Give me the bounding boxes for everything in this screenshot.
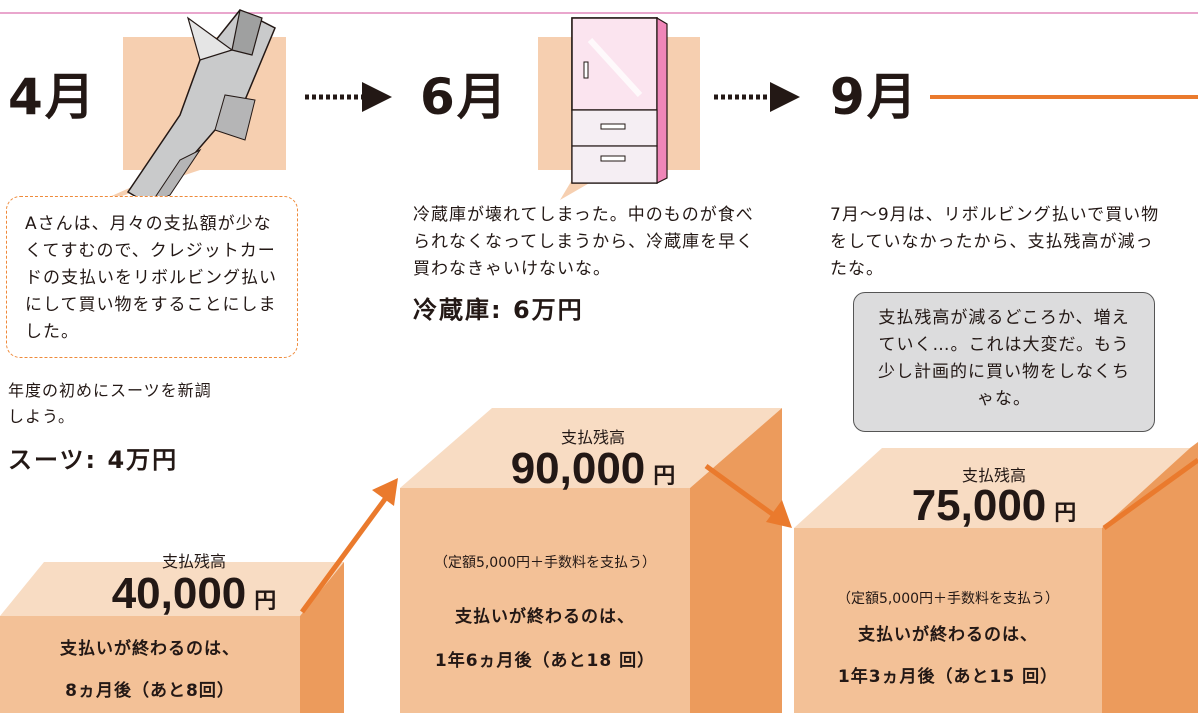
cube2-note: （定額5,000円＋手数料を支払う） <box>433 555 657 571</box>
orange-arrow-3-line <box>1102 457 1198 531</box>
month-april: 4月 <box>8 68 97 126</box>
cube2-unit: 円 <box>653 464 676 489</box>
cube3-line2: 1年3ヵ月後（あと15 回） <box>837 667 1059 687</box>
cube3-unit: 円 <box>1054 501 1077 526</box>
month-june: 6月 <box>420 68 509 126</box>
june-text: 冷蔵庫が壊れてしまった。中のものが食べられなくなってしまうから、冷蔵庫を早く買わ… <box>413 205 755 279</box>
orange-arrow-2-head <box>766 500 792 528</box>
month-september: 9月 <box>830 68 919 126</box>
refrigerator-icon <box>571 16 668 184</box>
cube1-line1: 支払いが終わるのは、 <box>60 639 240 659</box>
cube3-line1: 支払いが終わるのは、 <box>858 625 1038 645</box>
balance-cube-2 <box>400 408 782 713</box>
intro-box: Aさんは、月々の支払額が少なくてすむので、クレジットカードの支払いをリボルビング… <box>6 196 298 358</box>
dotted-arrow-2-head <box>770 82 800 112</box>
cube1-unit: 円 <box>254 589 277 614</box>
balance-cube-1 <box>0 562 344 713</box>
suit-price: スーツ: 4万円 <box>8 446 179 474</box>
orange-arrow-2-line <box>704 463 777 519</box>
fridge-price: 冷蔵庫: 6万円 <box>413 296 584 324</box>
cube1-line2: 8ヵ月後（あと8回） <box>65 681 235 701</box>
cube1-label: 支払残高 <box>161 552 226 571</box>
orange-arrow-1-line <box>299 493 391 614</box>
thought-box: 支払残高が減るどころか、増えていく…。これは大変だ。もう少し計画的に買い物をしな… <box>853 292 1155 432</box>
orange-arrow-1-head <box>372 478 398 506</box>
dotted-arrow-1-head <box>362 82 392 112</box>
april-text: 年度の初めにスーツを新調しよう。 <box>8 381 212 426</box>
cube3-label: 支払残高 <box>961 466 1026 485</box>
cube2-label: 支払残高 <box>560 428 625 447</box>
cube2-line1: 支払いが終わるのは、 <box>455 607 635 627</box>
top-border <box>0 0 1198 14</box>
september-text: 7月〜9月は、リボルビング払いで買い物をしていなかったから、支払残高が減ったな。 <box>830 205 1160 279</box>
cube2-line2: 1年6ヵ月後（あと18 回） <box>434 651 656 671</box>
cube3-note: （定額5,000円＋手数料を支払う） <box>836 591 1060 607</box>
